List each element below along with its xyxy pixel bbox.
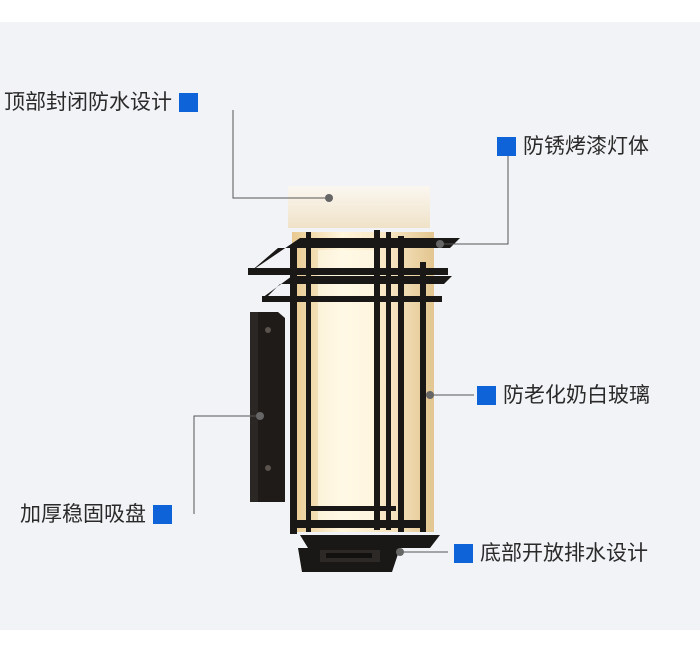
callout-text: 顶部封闭防水设计 bbox=[4, 90, 172, 114]
leader-lines bbox=[193, 110, 509, 553]
square-marker-icon bbox=[497, 136, 516, 156]
wall-mount-plate bbox=[250, 312, 285, 502]
square-marker-icon bbox=[179, 92, 198, 112]
callout-milky-glass: 防老化奶白玻璃 bbox=[477, 382, 650, 408]
callout-text: 底部开放排水设计 bbox=[480, 541, 648, 565]
callout-thick-base: 加厚稳固吸盘 bbox=[20, 501, 172, 527]
callout-text: 防老化奶白玻璃 bbox=[503, 383, 650, 407]
square-marker-icon bbox=[477, 385, 496, 405]
bottom-base bbox=[298, 535, 440, 572]
callout-text: 防锈烤漆灯体 bbox=[523, 134, 649, 158]
callout-bottom-drain: 底部开放排水设计 bbox=[454, 540, 648, 566]
callout-top-waterproof: 顶部封闭防水设计 bbox=[4, 89, 198, 115]
cage-frame bbox=[290, 230, 426, 534]
leader-dots bbox=[256, 194, 444, 556]
callout-anti-rust-body: 防锈烤漆灯体 bbox=[497, 133, 649, 159]
square-marker-icon bbox=[454, 543, 473, 563]
square-marker-icon bbox=[153, 504, 172, 524]
callout-text: 加厚稳固吸盘 bbox=[20, 502, 146, 526]
